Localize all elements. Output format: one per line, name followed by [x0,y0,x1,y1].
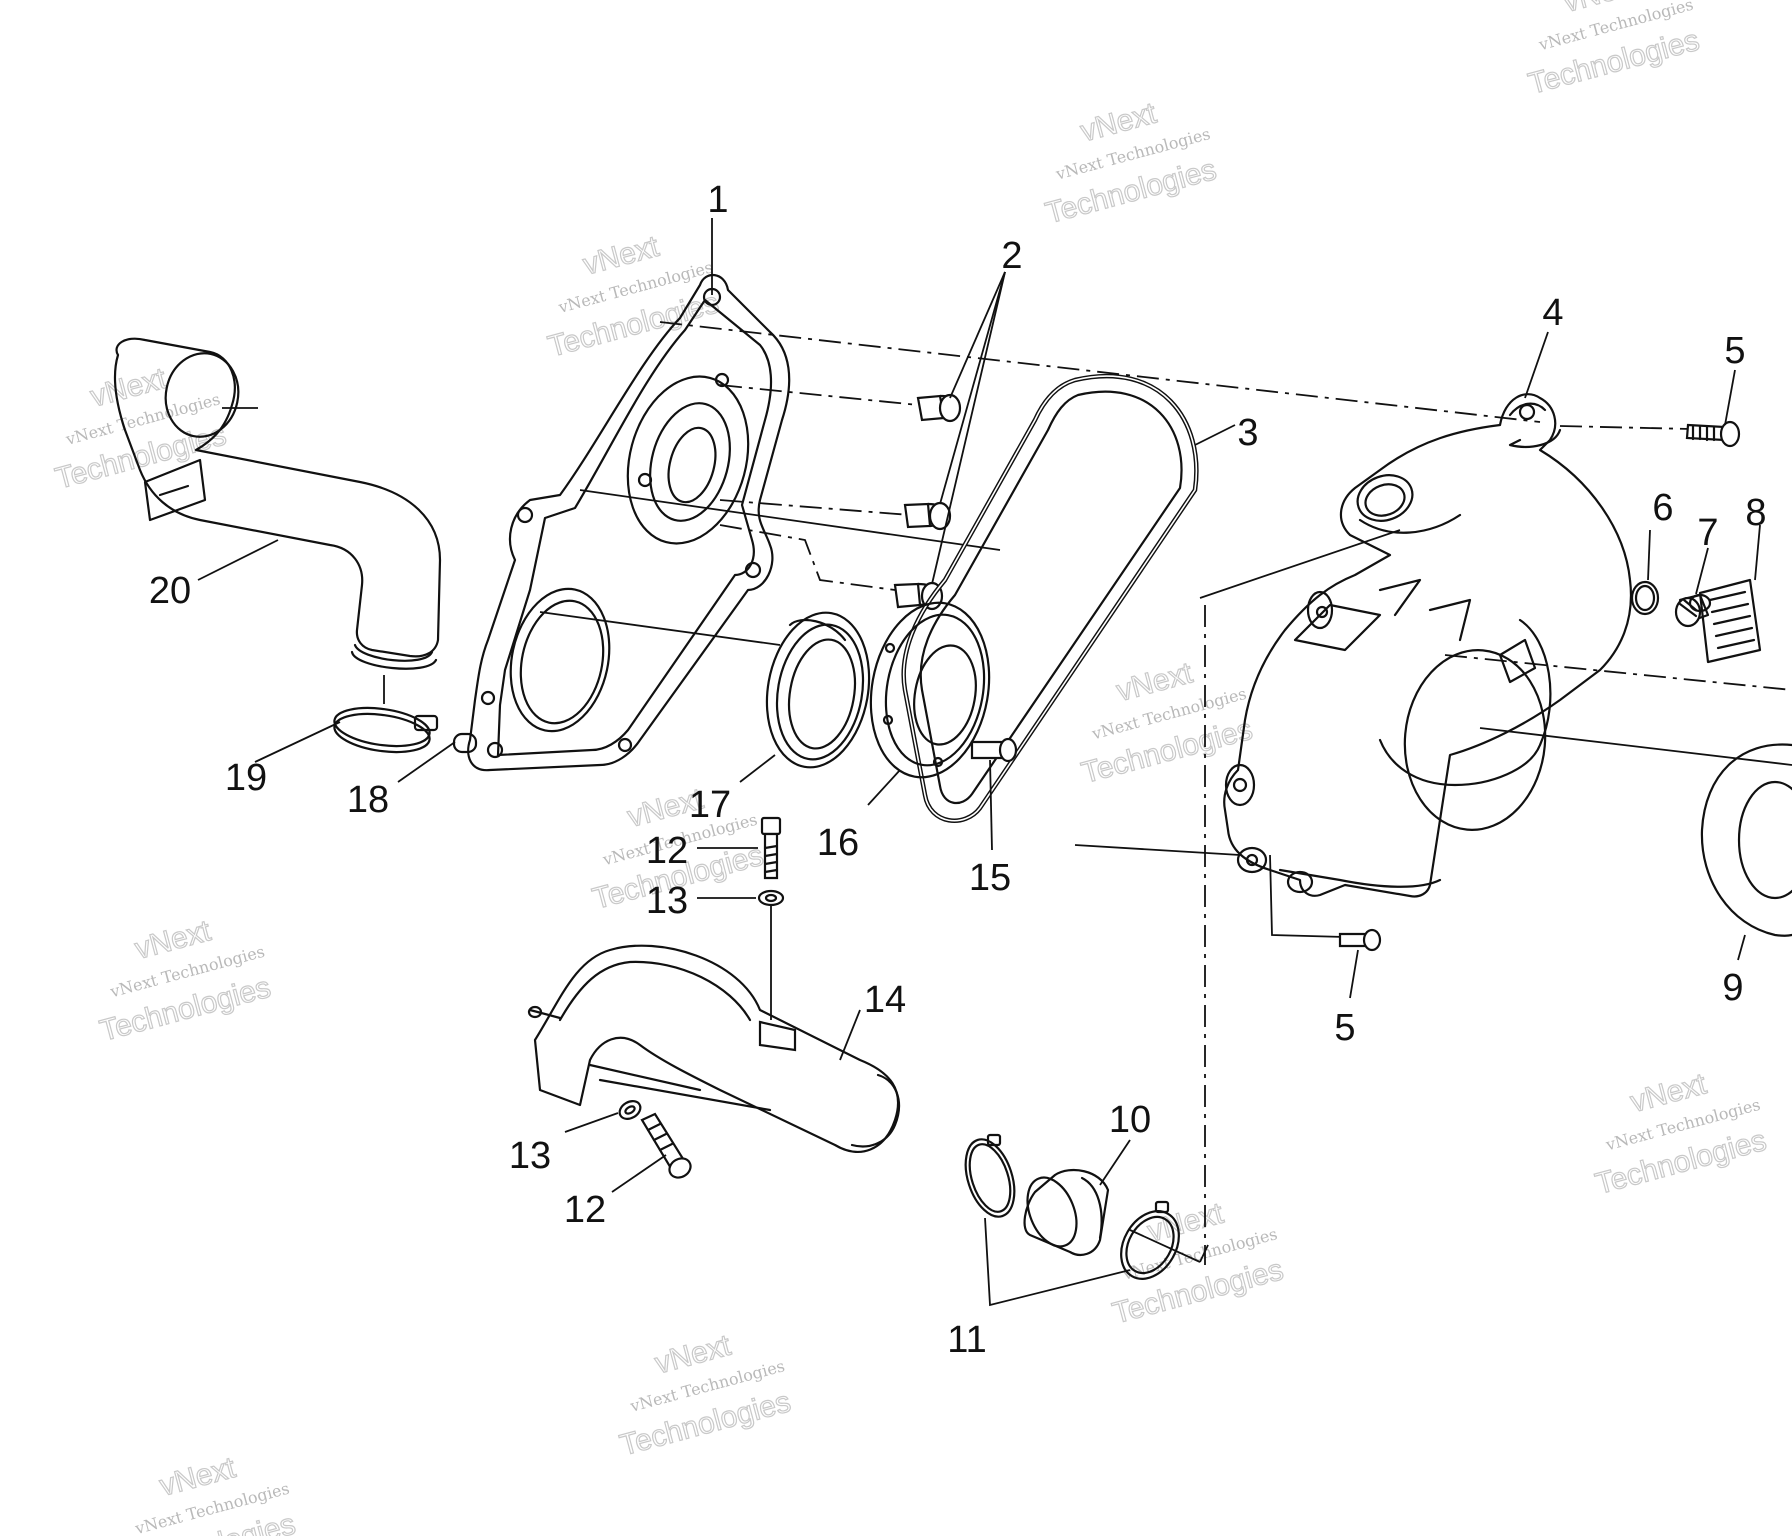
part-1-inner-cover [467,218,791,772]
callout-15: 15 [969,857,1011,899]
watermark: vNext vNext Technologies Technologies [1041,96,1220,231]
part-16-sprocket [867,601,991,806]
callout-3: 3 [1237,412,1258,454]
part-19-hose-clamp [333,675,439,754]
watermark: vNext vNext Technologies Technologies [1524,0,1703,101]
callout-12-lower: 12 [564,1189,606,1231]
callout-6: 6 [1652,487,1673,529]
part-17-seal [739,611,871,783]
part-5-screw-lower [1338,928,1382,999]
part-20-intake-duct [113,337,442,670]
part-15-screw [970,737,1018,851]
callout-4: 4 [1542,292,1563,334]
watermark: vNext vNext Technologies Technologies [51,361,230,496]
callout-12-upper: 12 [646,830,688,872]
callout-8: 8 [1745,492,1766,534]
callout-13-upper: 13 [646,880,688,922]
callout-9: 9 [1722,967,1743,1009]
part-9-gasket [1700,743,1792,961]
callout-11: 11 [947,1319,986,1361]
watermark: vNext vNext Technologies Technologies [96,914,275,1049]
bolt [916,393,962,423]
part-5-screw-upper [1685,369,1741,448]
callout-13-lower: 13 [509,1135,551,1177]
part-13-washer-lower [564,1100,642,1133]
part-6-o-ring [1630,529,1660,616]
watermark: vNext vNext Technologies Technologies [1078,656,1257,791]
callout-17: 17 [689,784,731,826]
watermark: vNext vNext Technologies Technologies [1591,1067,1770,1202]
part-13-washer-upper [697,889,785,1020]
bolt [903,501,952,531]
alignment-lines [539,321,1792,1265]
callout-5-lower: 5 [1334,1007,1355,1049]
callout-labels: 1 2 3 4 5 5 6 7 8 9 10 11 12 12 13 13 14… [149,179,1767,1361]
part-12-bolt-lower [611,1112,692,1193]
part-12-bolt-upper [697,816,782,880]
part-3-drive-belt [901,373,1236,823]
watermark: vNext vNext Technologies Technologies [121,1450,300,1536]
callout-20: 20 [149,570,191,612]
part-2-bolts [893,271,1006,611]
callout-7: 7 [1697,512,1718,554]
extra-leaders [197,539,456,783]
part-14-lower-duct [527,944,900,1153]
part-18-plug [452,732,478,754]
part-10-coupler [1023,1139,1131,1256]
callout-14: 14 [864,979,906,1021]
callout-16: 16 [817,822,859,864]
callout-18: 18 [347,779,389,821]
part-11-clamps [964,1133,1180,1307]
watermark: vNext vNext Technologies Technologies [616,1328,795,1463]
watermark-group: vNext vNext Technologies Technologies vN… [51,0,1703,496]
part-4-outer-cover [1223,331,1632,898]
callout-1: 1 [707,179,728,221]
callout-5-upper: 5 [1724,330,1745,372]
callout-19: 19 [225,757,267,799]
callout-2: 2 [1001,235,1022,277]
part-7-plug [1674,547,1712,628]
part-8-decal [1698,524,1762,664]
callout-10: 10 [1109,1099,1151,1141]
